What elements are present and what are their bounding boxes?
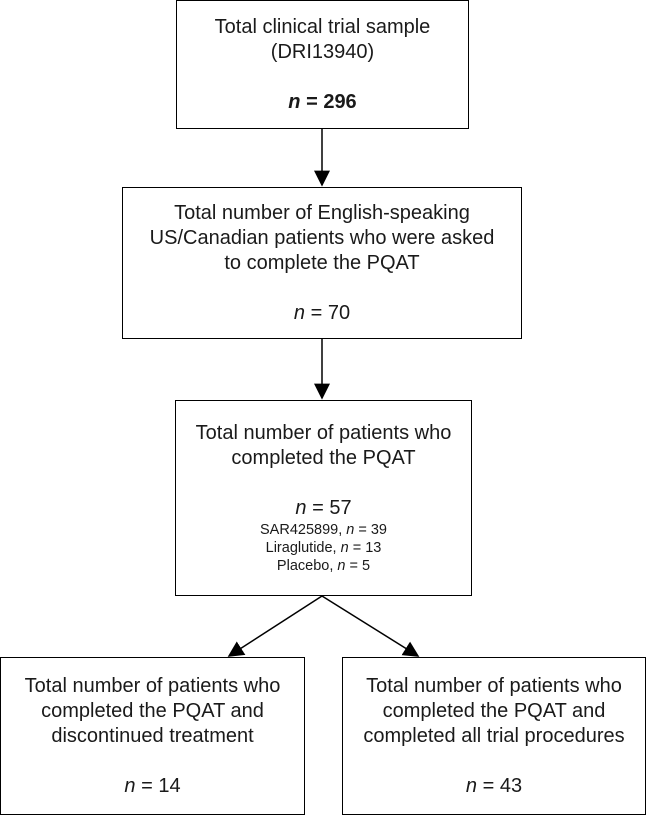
total-sample-count: n = 296: [288, 90, 357, 113]
all-procedures-line-2: completed the PQAT and: [382, 699, 606, 722]
arm-placebo: Placebo, n = 5: [276, 558, 371, 574]
english-speaking-count: n = 70: [293, 301, 351, 324]
english-speaking-line-1: Total number of English-speaking: [174, 201, 470, 224]
english-speaking-line-3: to complete the PQAT: [224, 251, 420, 274]
completed-pqat-box: Total number of patients who completed t…: [175, 400, 472, 596]
discontinued-line-2: completed the PQAT and: [41, 699, 264, 722]
completed-all-procedures-box: Total number of patients who completed t…: [342, 657, 646, 815]
arm-liraglutide: Liraglutide, n = 13: [265, 540, 382, 556]
all-procedures-line-1: Total number of patients who: [366, 674, 622, 697]
english-speaking-box: Total number of English-speaking US/Cana…: [122, 187, 522, 339]
arm-sar425899: SAR425899, n = 39: [260, 522, 387, 538]
arrow-completed-to-discontinued: [227, 595, 323, 657]
total-sample-box: Total clinical trial sample (DRI13940) n…: [176, 0, 469, 129]
completed-pqat-line-2: completed the PQAT: [231, 447, 416, 469]
discontinued-line-3: discontinued treatment: [51, 724, 254, 747]
discontinued-line-1: Total number of patients who: [24, 674, 281, 697]
all-procedures-count: n = 43: [465, 774, 523, 797]
english-speaking-line-2: US/Canadian patients who were asked: [149, 226, 495, 249]
total-sample-study-id: (DRI13940): [270, 40, 375, 63]
total-sample-title: Total clinical trial sample: [214, 15, 431, 38]
arrow-completed-to-alltrial: [321, 595, 420, 657]
discontinued-treatment-box: Total number of patients who completed t…: [0, 657, 305, 815]
completed-pqat-count: n = 57: [295, 497, 352, 519]
all-procedures-line-3: completed all trial procedures: [363, 724, 625, 747]
completed-pqat-line-1: Total number of patients who: [195, 422, 452, 444]
discontinued-count: n = 14: [124, 774, 181, 797]
